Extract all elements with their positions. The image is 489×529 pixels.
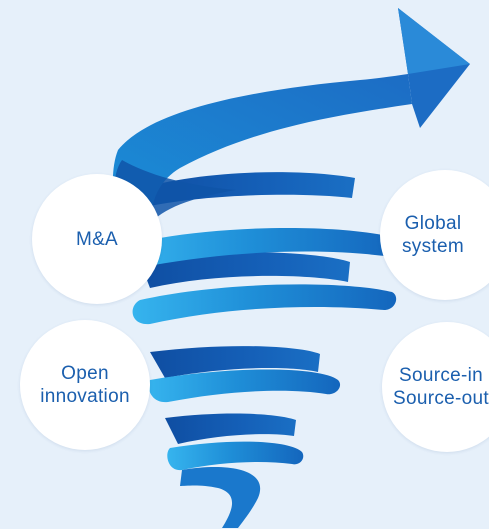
spiral-band-front [132, 284, 397, 325]
bubble-source-in-out-label: Source-in Source-out [393, 365, 489, 409]
bubble-global-system: Global system [380, 170, 489, 300]
spiral-band-back [165, 413, 296, 444]
spiral-tail [180, 467, 261, 528]
spiral-sweep [112, 74, 413, 226]
spiral-band-front [127, 227, 396, 269]
bubble-global-system-label: Global system [402, 213, 464, 257]
arrow-head-shade [398, 8, 470, 74]
spiral-band-front [148, 369, 341, 403]
bubble-source-in-out: Source-in Source-out [382, 322, 489, 452]
spiral-band-front [167, 441, 304, 471]
spiral-band-back [150, 346, 320, 378]
bubble-open-innovation-label: Open innovation [40, 363, 130, 407]
bubble-ma-label: M&A [75, 228, 119, 250]
bubble-ma: M&A [32, 174, 162, 304]
bubble-open-innovation: Open innovation [20, 320, 150, 450]
spiral-band-back [140, 252, 350, 288]
